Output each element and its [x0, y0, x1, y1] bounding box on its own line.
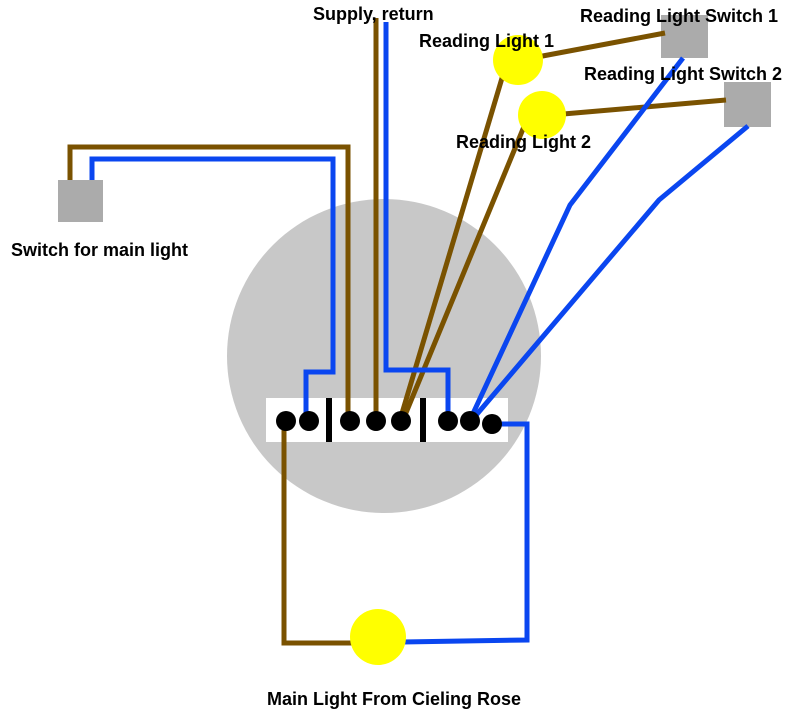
main-light-live-wire [281, 420, 356, 646]
main-switch-live-wire [67, 144, 351, 420]
reading-light-2-label: Reading Light 2 [456, 132, 591, 152]
terminal-separator [326, 398, 332, 442]
main-light-label: Main Light From Cieling Rose [267, 689, 521, 709]
reading-light-1-lamp [493, 35, 543, 85]
supply-return-wire [383, 22, 451, 420]
main-light-return-wire [401, 421, 530, 645]
main-switch-return-wire [89, 156, 336, 420]
terminal [391, 411, 411, 431]
reading-light-switch-2-box [724, 82, 771, 127]
terminal [438, 411, 458, 431]
terminal [366, 411, 386, 431]
reading-light-switch-2-return-wire [470, 124, 750, 422]
terminal [276, 411, 296, 431]
reading-light-switch-1-box [661, 15, 708, 58]
terminal [460, 411, 480, 431]
switch-main-light-box [58, 180, 103, 222]
main-light-lamp [350, 609, 406, 665]
reading-light-2-lamp [518, 91, 566, 139]
terminal [340, 411, 360, 431]
reading-light-switch-1-return-wire [467, 56, 685, 422]
terminal-separator [420, 398, 426, 442]
terminal [482, 414, 502, 434]
terminal [299, 411, 319, 431]
reading-light-1-feed-wire [397, 57, 511, 421]
reading-light-2-switch-wire [539, 97, 727, 119]
reading-light-switch-2-label: Reading Light Switch 2 [584, 64, 782, 84]
supply-return-label: Supply, return [313, 4, 434, 24]
reading-light-switch-1-label: Reading Light Switch 1 [580, 6, 778, 26]
reading-light-1-label: Reading Light 1 [419, 31, 554, 51]
switch-main-light-label: Switch for main light [11, 240, 188, 260]
